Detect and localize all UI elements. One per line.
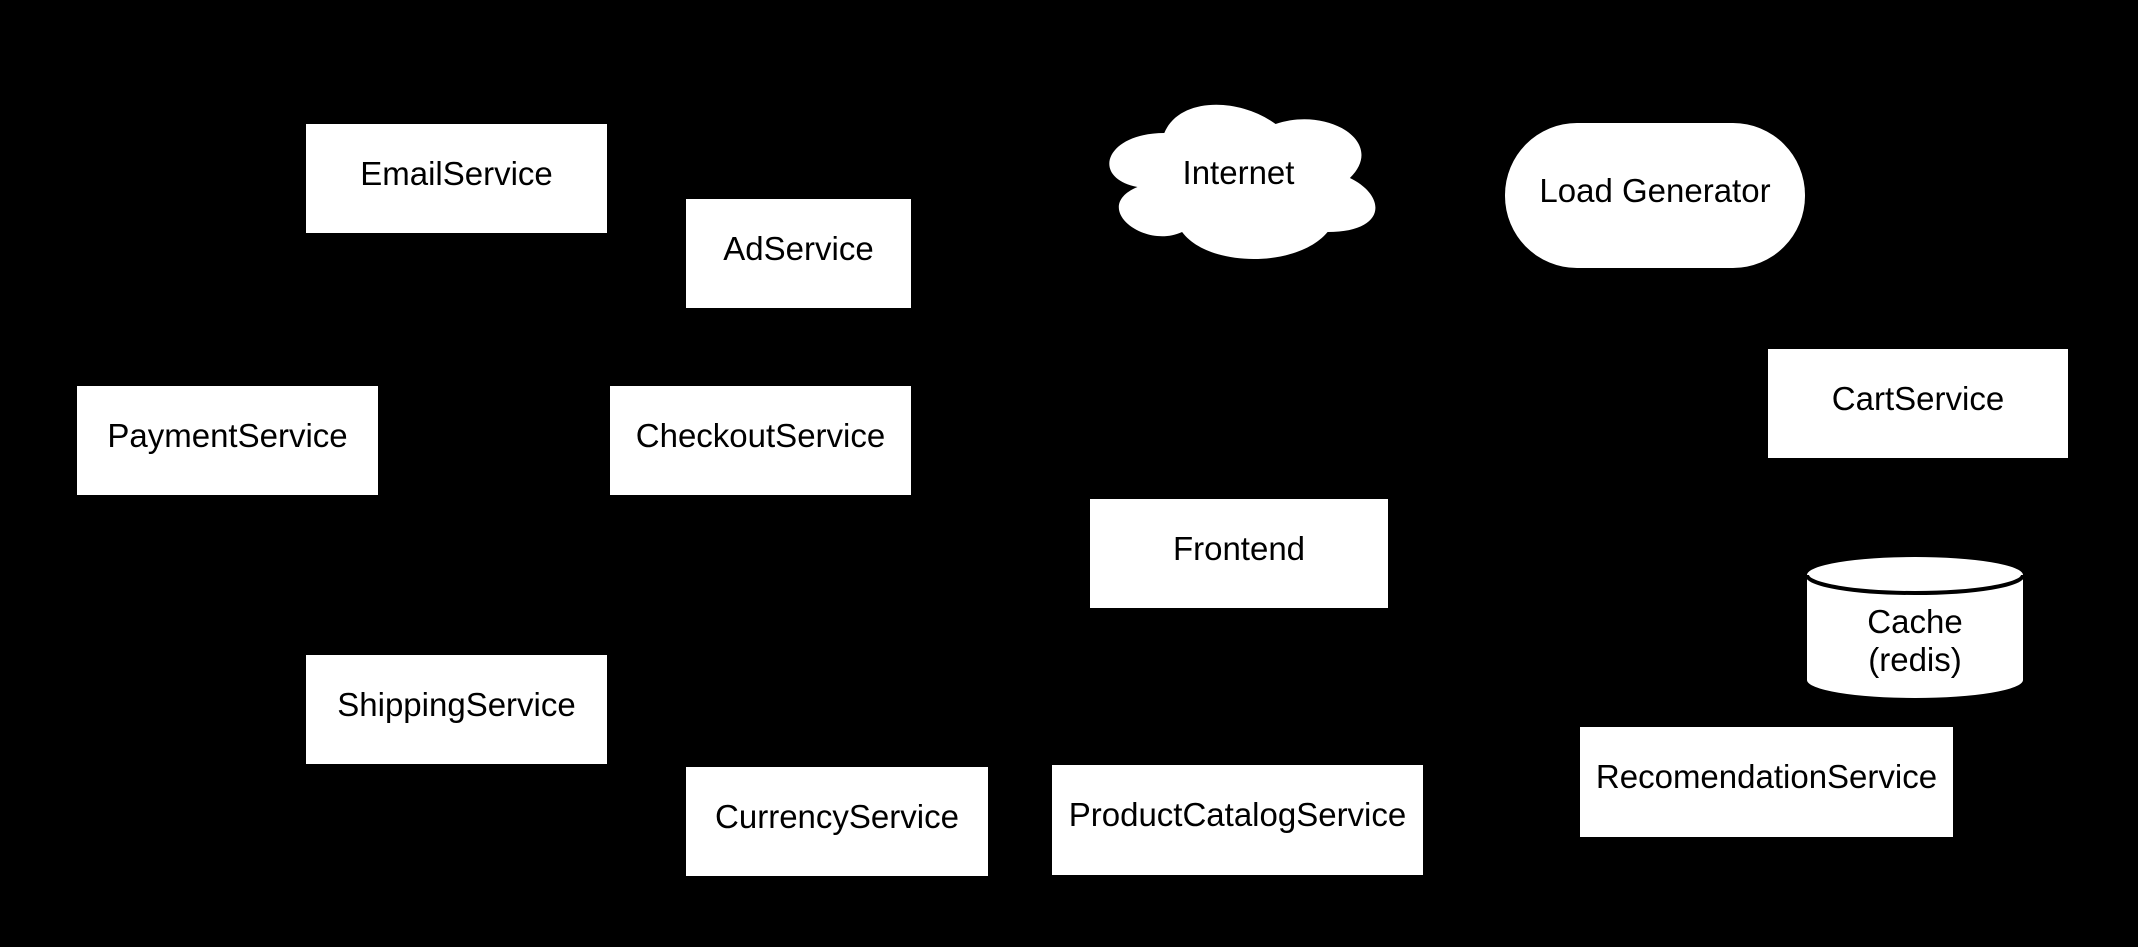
node-internet: Internet [1090,88,1387,268]
node-shipping-service: ShippingService [306,655,607,764]
node-product-catalog-service: ProductCatalogService [1052,765,1423,875]
node-label: CartService [1831,379,2005,417]
node-checkout-service: CheckoutService [610,386,911,495]
node-recomendation-service: RecomendationService [1580,727,1953,837]
node-label: ProductCatalogService [1068,796,1407,834]
node-currency-service: CurrencyService [686,767,988,876]
node-label: Cache (redis) [1867,577,1962,679]
node-label: Load Generator [1539,171,1771,209]
node-label: CheckoutService [635,416,886,454]
node-label: AdService [723,229,874,267]
cloud-icon [1109,104,1376,259]
node-label: Internet [1182,154,1295,192]
node-label: EmailService [360,154,553,192]
node-label: Frontend [1172,529,1306,567]
database-cylinder-icon [1805,557,2025,698]
node-label: CurrencyService [715,797,959,835]
node-payment-service: PaymentService [77,386,378,495]
cache-label-line1: Cache [1867,602,1963,640]
node-load-generator: Load Generator [1505,123,1805,268]
node-cache-redis: Cache (redis) [1805,555,2025,700]
node-cart-service: CartService [1768,349,2068,458]
node-ad-service: AdService [686,199,911,308]
node-label: PaymentService [107,416,348,454]
cache-label-line2: (redis) [1868,640,1962,678]
node-label: ShippingService [337,685,576,723]
node-email-service: EmailService [306,124,607,233]
node-frontend: Frontend [1090,499,1388,608]
node-label: RecomendationService [1595,758,1938,796]
